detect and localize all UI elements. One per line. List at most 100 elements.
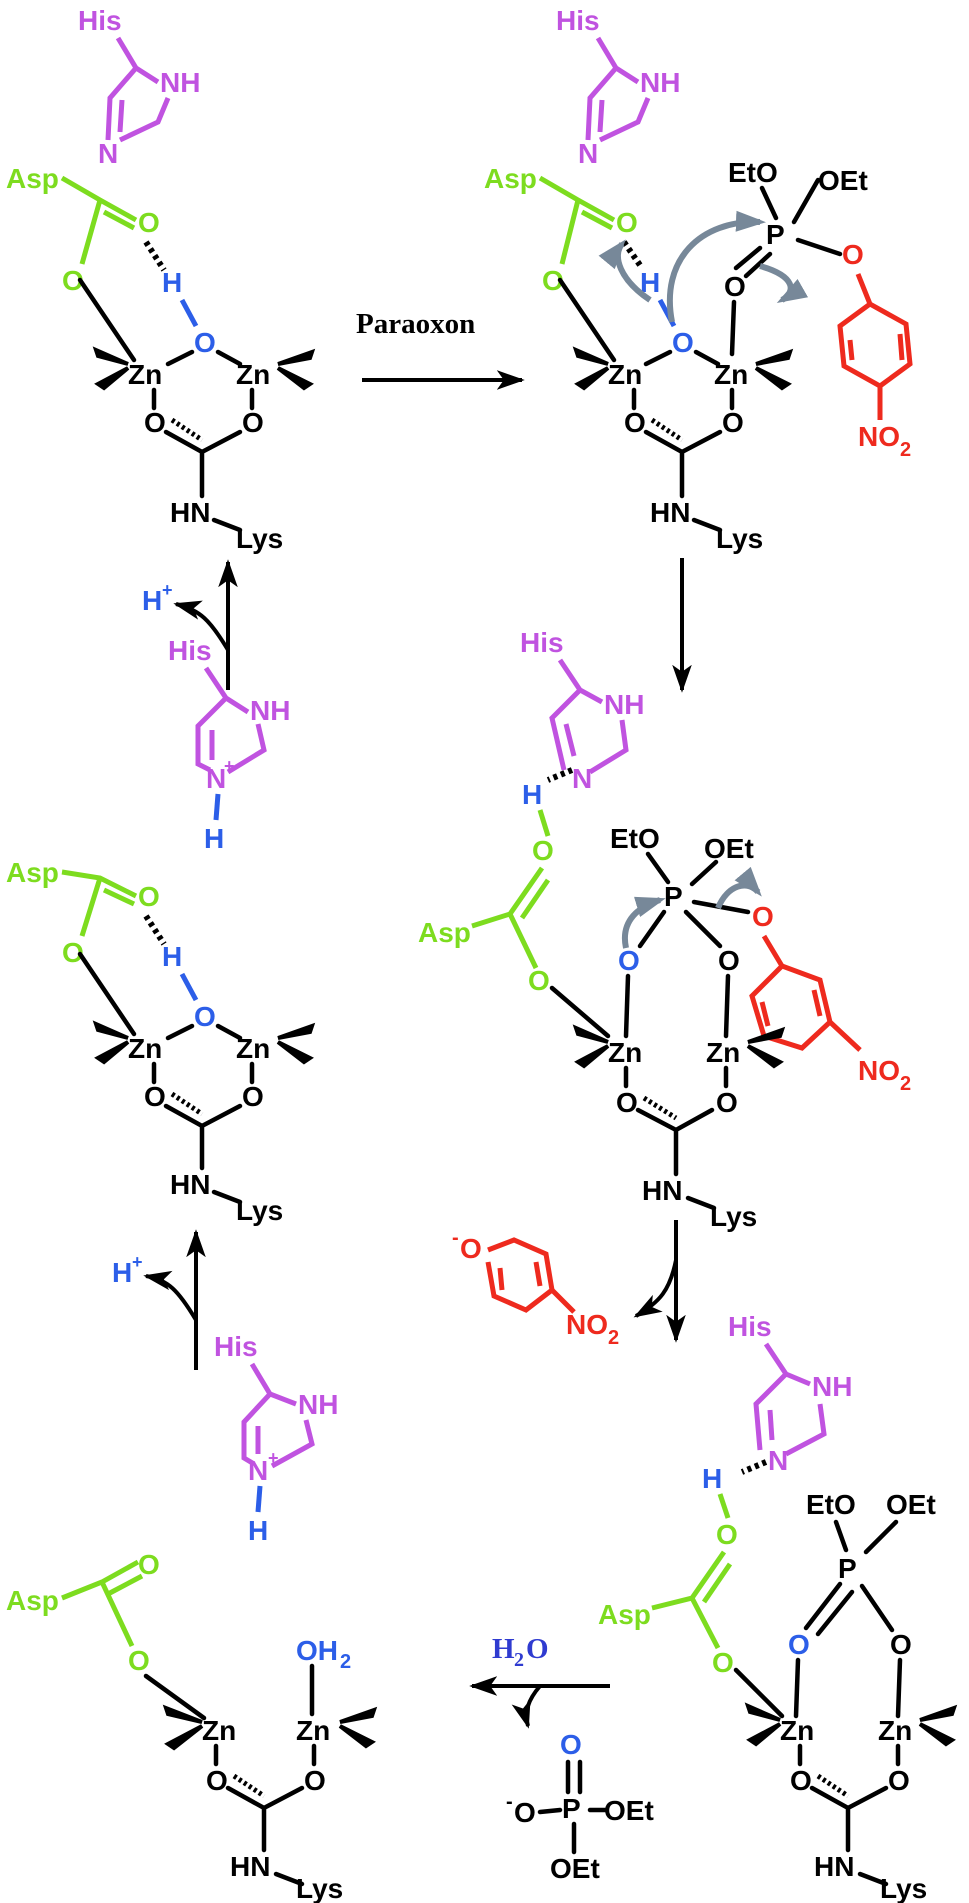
structure-1-resting-enzyme: His NH N Asp O O H O Zn Zn O O HN L [6, 5, 316, 554]
n-label: N [206, 763, 226, 794]
zn-label: Zn [608, 359, 642, 390]
asp-label: Asp [484, 163, 537, 194]
hn-label: HN [170, 497, 210, 528]
o-label: O [716, 1519, 738, 1550]
no2-subscript: 2 [608, 1327, 619, 1349]
hn-label: HN [650, 497, 690, 528]
asp-carboxylate-1: Asp O O [6, 163, 160, 296]
structure-4-transition-state: His NH N H O Asp O EtO OEt P O O O NO 2 … [418, 627, 911, 1232]
h-label: H [522, 779, 542, 810]
eto-label: EtO [728, 157, 778, 188]
h2o-oxygen: O [526, 1633, 549, 1665]
o-label: O [62, 937, 84, 968]
lys-label: Lys [710, 1201, 757, 1232]
n-label: N [768, 1445, 788, 1476]
o-label: O [890, 1629, 912, 1660]
nh-label: NH [812, 1371, 852, 1402]
oet-label: OEt [886, 1489, 936, 1520]
his-label: His [556, 5, 600, 36]
o-label: O [718, 945, 740, 976]
his-protonated-2: His NH N + H [214, 1331, 338, 1546]
hn-label: HN [642, 1175, 682, 1206]
o-label: O [194, 327, 216, 358]
no2-subscript: 2 [900, 1073, 911, 1095]
h2o-subscript: 2 [514, 1649, 524, 1671]
plus-sign: + [268, 1448, 279, 1468]
o-label: O [616, 207, 638, 238]
nh-label: NH [250, 695, 290, 726]
o-label: O [242, 1081, 264, 1112]
his-label: His [78, 5, 122, 36]
nh-label: NH [160, 67, 200, 98]
zn-label: Zn [878, 1715, 912, 1746]
his-imidazole-4: His NH N [520, 627, 644, 794]
o-label: O [888, 1765, 910, 1796]
h-plus-label: H [142, 585, 162, 616]
reaction-arrow-hydrolysis: H 2 O [469, 1633, 610, 1729]
o-label: O [624, 407, 646, 438]
p-nitrophenolate-product: - O NO 2 [452, 1227, 619, 1349]
lys-label: Lys [236, 523, 283, 554]
his-imidazole-1: His NH N [78, 5, 200, 169]
oh2-label: OH [296, 1635, 338, 1666]
o-label: O [138, 1549, 160, 1580]
o-label: O [532, 835, 554, 866]
asp-carboxylate-3: Asp O O [6, 857, 160, 968]
o-label: O [788, 1629, 810, 1660]
his-imidazole-2: His NH N [556, 5, 680, 169]
h-label: H [204, 823, 224, 854]
h2o-label: H [492, 1633, 515, 1665]
zn-label: Zn [296, 1715, 330, 1746]
o-label: O [194, 1001, 216, 1032]
paraoxon-label: Paraoxon [356, 308, 475, 340]
o-label: O [790, 1765, 812, 1796]
eto-label: EtO [610, 823, 660, 854]
oet-label: OEt [604, 1795, 654, 1826]
nh-label: NH [604, 689, 644, 720]
o-label: O [144, 1081, 166, 1112]
hn-label: HN [230, 1851, 270, 1882]
o-label: O [144, 407, 166, 438]
o-label: O [460, 1233, 482, 1264]
structure-5-product-complex: His NH N H O Asp O EtO OEt P O O Zn Zn O… [598, 1311, 958, 1903]
eto-label: EtO [806, 1489, 856, 1520]
h-label: H [640, 267, 660, 298]
o-label: O [712, 1647, 734, 1678]
oet-label: OEt [550, 1853, 600, 1884]
plus-sign: + [224, 756, 235, 776]
diethyl-phosphate-product: O P - O OEt OEt [506, 1729, 654, 1884]
paraoxon-substrate: EtO OEt P O O NO 2 [724, 157, 913, 461]
zn-label: Zn [780, 1715, 814, 1746]
o-label: O [842, 239, 864, 270]
o-label: O [62, 265, 84, 296]
o-label: O [206, 1765, 228, 1796]
minus-sign: - [452, 1227, 459, 1249]
o-label: O [138, 881, 160, 912]
zn-label: Zn [608, 1037, 642, 1068]
his-imidazole-5: His NH N [728, 1311, 852, 1476]
asp-carboxylate-4: O Asp O [418, 835, 554, 996]
asp-carboxylate-5: O Asp O [598, 1519, 738, 1678]
plus-sign: + [162, 580, 173, 600]
asp-carboxylate-2: Asp O O [484, 163, 638, 296]
h-plus-label: H [112, 1257, 132, 1288]
o-label: O [560, 1729, 582, 1760]
o-label: O [672, 327, 694, 358]
asp-carboxylate-6: O Asp O [6, 1549, 160, 1676]
no2-subscript: 2 [900, 439, 911, 461]
oet-label: OEt [818, 165, 868, 196]
nh-label: NH [640, 67, 680, 98]
lys-label: Lys [236, 1195, 283, 1226]
his-label: His [728, 1311, 772, 1342]
asp-label: Asp [598, 1599, 651, 1630]
structure-2-substrate-binding: His NH N Asp O O H O Zn Zn O O HN Lys E [484, 5, 913, 554]
no2-label: NO [858, 1055, 900, 1086]
o-label: O [716, 1087, 738, 1118]
p-label: P [562, 1793, 581, 1824]
lys-label: Lys [880, 1873, 927, 1903]
his-label: His [168, 635, 212, 666]
o-label: O [514, 1797, 536, 1828]
no2-label: NO [566, 1309, 608, 1340]
n-label: N [98, 138, 118, 169]
his-label: His [520, 627, 564, 658]
